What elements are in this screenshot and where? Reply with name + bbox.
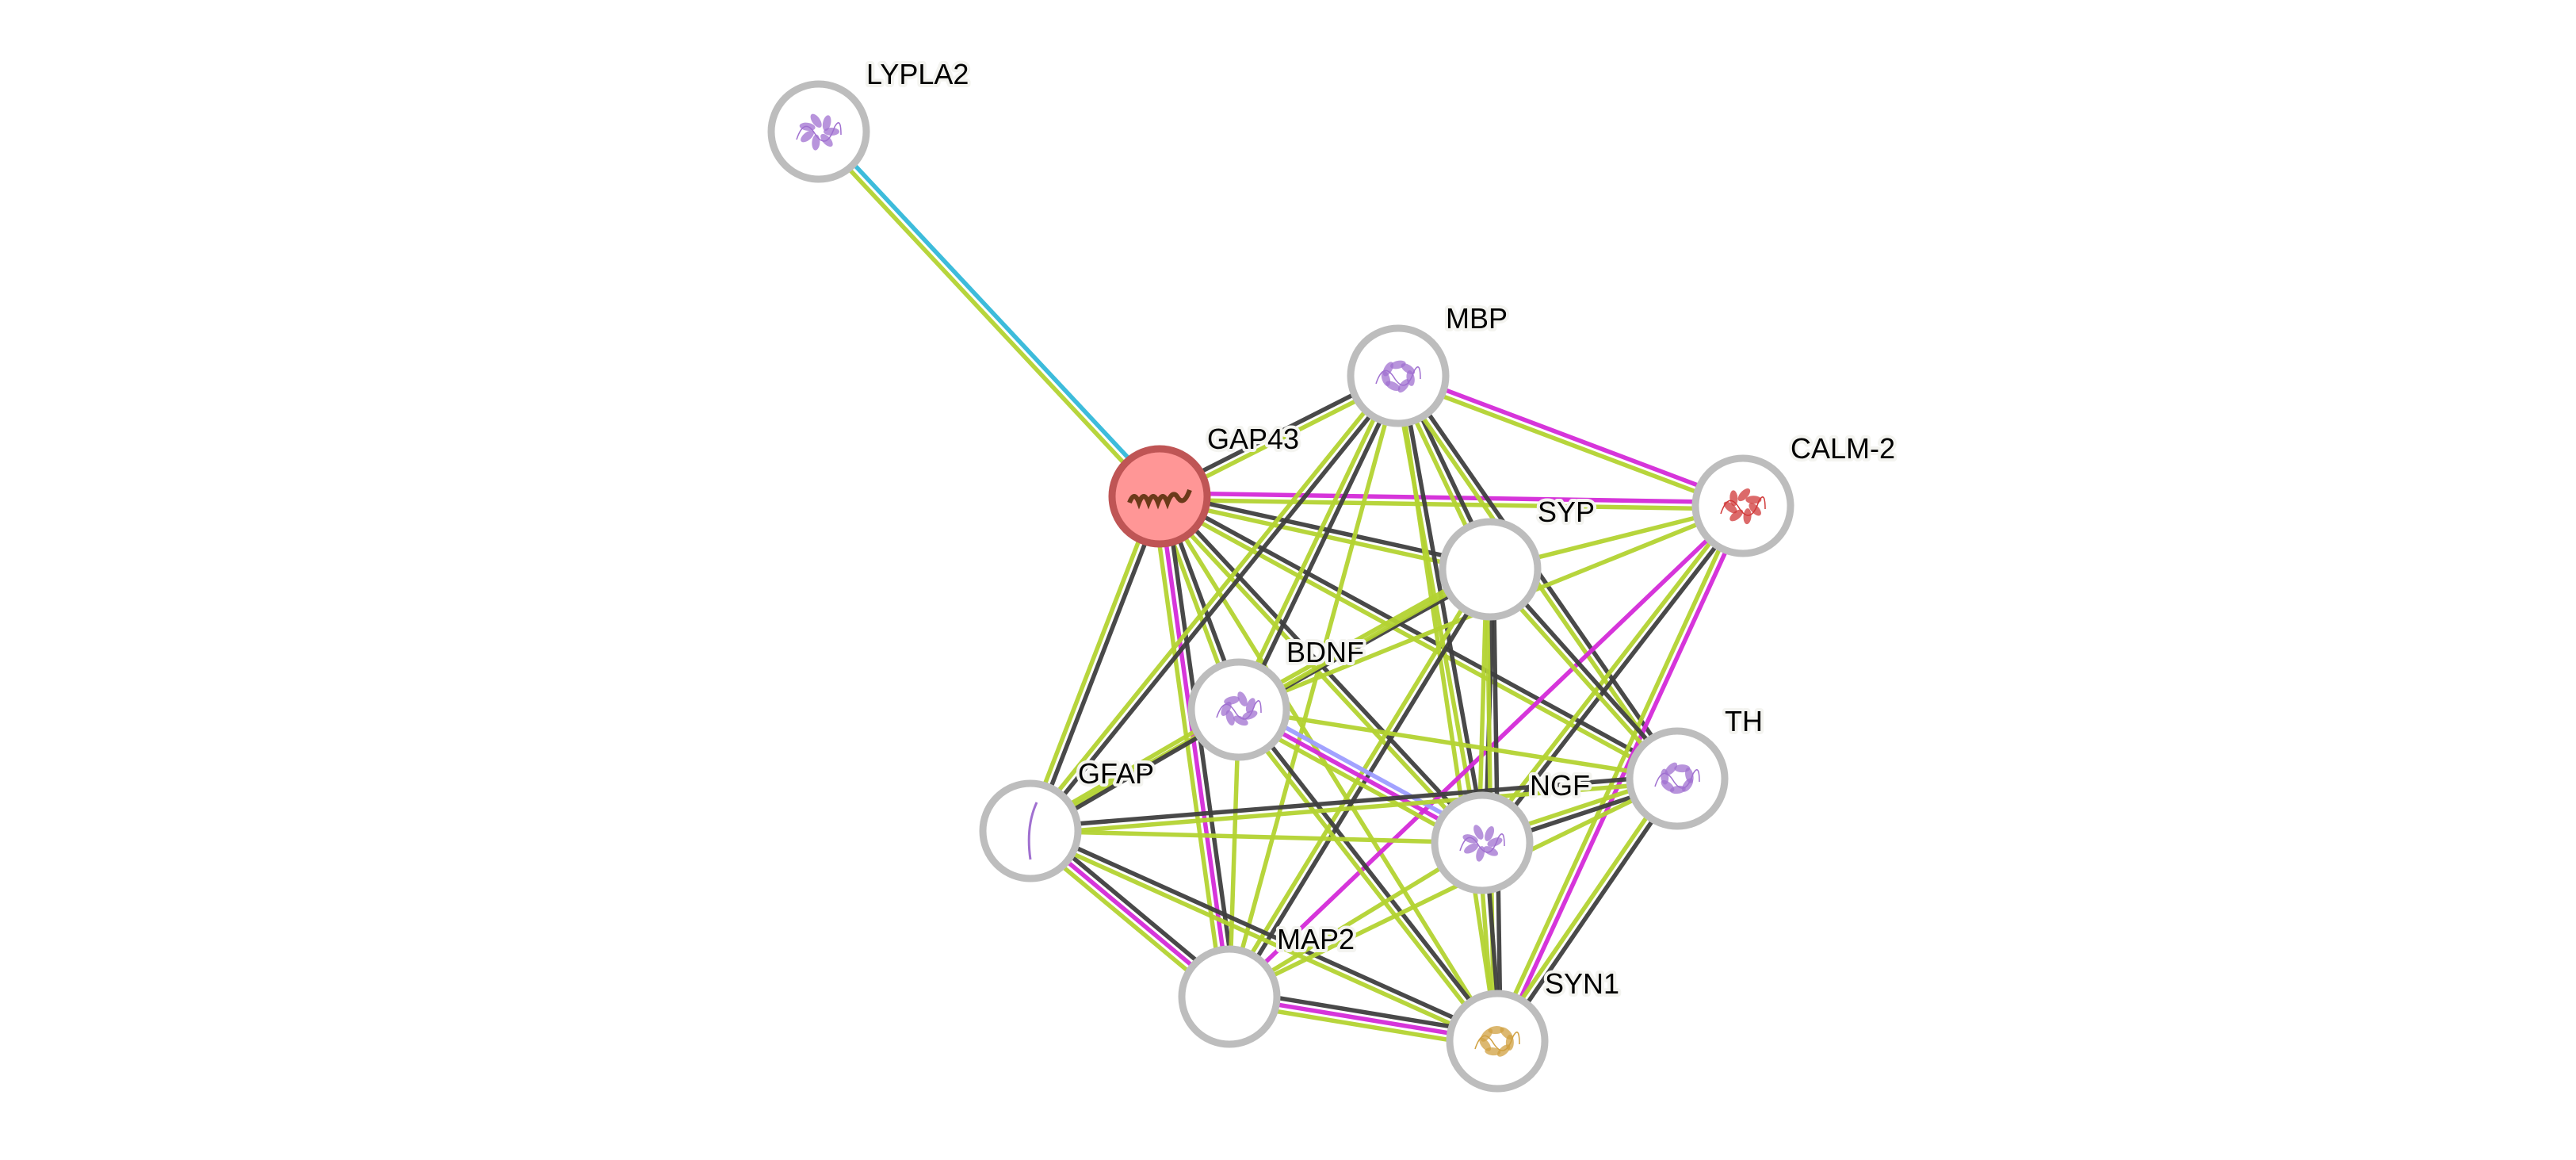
edge-line-textmining[interactable]	[1156, 497, 1677, 784]
edge-mbp-bdnf[interactable]	[1233, 373, 1404, 713]
edge-line-experiments[interactable]	[1398, 370, 1745, 505]
edge-gap43-gfap[interactable]	[1025, 494, 1165, 833]
edge-th-syn1[interactable]	[1492, 775, 1682, 1044]
node-circle[interactable]	[1347, 324, 1450, 427]
edge-gfap-th[interactable]	[1030, 773, 1678, 837]
edge-mbp-gfap[interactable]	[1026, 372, 1403, 835]
edge-line-textmining[interactable]	[1477, 502, 1742, 843]
edge-line-textmining[interactable]	[1492, 503, 1742, 1041]
node-circle[interactable]	[1439, 518, 1542, 621]
edge-th-map2[interactable]	[1228, 776, 1679, 999]
node-circle[interactable]	[1626, 727, 1729, 830]
protein-structure-icon	[1127, 488, 1192, 510]
node-gfap[interactable]: GFAP	[979, 754, 1157, 882]
node-circle[interactable]	[1431, 791, 1534, 894]
node-label: GFAP	[1078, 757, 1154, 790]
edge-line-textmining[interactable]	[1025, 494, 1159, 831]
node-gap43[interactable]: GAP43	[1108, 419, 1302, 548]
edge-line-textmining[interactable]	[814, 132, 1159, 500]
node-circle[interactable]	[767, 80, 870, 183]
protein-structure-icon	[796, 113, 842, 151]
edge-line-coexpression[interactable]	[1498, 779, 1682, 1044]
protein-structure-icon	[1375, 360, 1421, 393]
edge-line-coexpression[interactable]	[1031, 376, 1403, 835]
node-label: BDNF	[1286, 636, 1364, 668]
edge-line-textmining[interactable]	[1233, 373, 1397, 710]
protein-structure-icon	[1216, 691, 1262, 726]
node-mbp[interactable]: MBP	[1347, 299, 1511, 427]
node-circle[interactable]	[1446, 990, 1549, 1093]
node-th[interactable]: TH	[1626, 702, 1766, 830]
edge-mbp-map2[interactable]	[1227, 375, 1401, 997]
node-syp[interactable]: SYP	[1439, 492, 1598, 621]
edge-line-textmining[interactable]	[1396, 377, 1743, 511]
edge-line-coexpression[interactable]	[1031, 496, 1165, 833]
edge-line-textmining[interactable]	[1159, 497, 1743, 511]
edge-line-textmining[interactable]	[1227, 375, 1401, 997]
protein-structure-icon	[1459, 825, 1505, 862]
node-label: NGF	[1530, 769, 1590, 802]
edge-gfap-syn1[interactable]	[1028, 825, 1500, 1047]
edge-mbp-calm-2[interactable]	[1396, 370, 1745, 511]
edge-line-coexpression[interactable]	[1240, 706, 1502, 1041]
edge-line-textmining[interactable]	[1026, 372, 1397, 831]
edge-line-coexpression[interactable]	[1240, 376, 1404, 713]
protein-structure-icon	[1474, 1026, 1520, 1057]
edge-calm-2-syn1[interactable]	[1492, 503, 1749, 1043]
node-label: LYPLA2	[866, 58, 969, 90]
edge-line-textmining[interactable]	[1396, 375, 1500, 1042]
edge-line-textmining[interactable]	[1228, 776, 1679, 999]
edge-line-databases[interactable]	[820, 128, 1164, 496]
edge-bdnf-th[interactable]	[1238, 707, 1678, 781]
node-bdnf[interactable]: BDNF	[1187, 633, 1367, 761]
node-lypla2[interactable]: LYPLA2	[767, 55, 972, 183]
edge-mbp-syn1[interactable]	[1396, 375, 1500, 1042]
node-label: GAP43	[1207, 423, 1299, 455]
edge-line-experiments[interactable]	[1498, 506, 1749, 1043]
protein-structure-icon	[1654, 762, 1700, 794]
node-label: TH	[1725, 705, 1763, 737]
node-circle[interactable]	[1187, 658, 1290, 761]
edge-gfap-ngf[interactable]	[1030, 829, 1483, 845]
edge-line-textmining[interactable]	[1238, 707, 1678, 781]
node-label: CALM-2	[1791, 432, 1895, 465]
node-map2[interactable]: MAP2	[1178, 920, 1358, 1048]
edge-line-textmining[interactable]	[1030, 779, 1678, 837]
edge-line-textmining[interactable]	[1234, 710, 1496, 1045]
node-label: MBP	[1446, 302, 1508, 335]
node-syn1[interactable]: SYN1	[1446, 964, 1622, 1093]
edge-line-coexpression[interactable]	[1030, 773, 1677, 830]
node-label: SYN1	[1545, 967, 1619, 1000]
node-calm-2[interactable]: CALM-2	[1691, 429, 1898, 557]
edge-line-coexpression[interactable]	[1030, 825, 1500, 1040]
edge-lypla2-gap43[interactable]	[814, 128, 1164, 500]
edges-layer	[814, 128, 1749, 1051]
edge-line-textmining[interactable]	[1030, 829, 1483, 845]
node-label: MAP2	[1277, 923, 1355, 955]
node-label: SYP	[1538, 496, 1595, 528]
edge-line-textmining[interactable]	[1492, 775, 1676, 1041]
edge-line-textmining[interactable]	[1028, 832, 1497, 1047]
protein-structure-icon	[1027, 802, 1038, 860]
edge-bdnf-syn1[interactable]	[1234, 706, 1502, 1045]
protein-structure-icon	[1720, 488, 1766, 525]
node-ngf[interactable]: NGF	[1431, 766, 1593, 894]
node-circle[interactable]	[1178, 945, 1281, 1048]
node-circle[interactable]	[1691, 454, 1794, 557]
